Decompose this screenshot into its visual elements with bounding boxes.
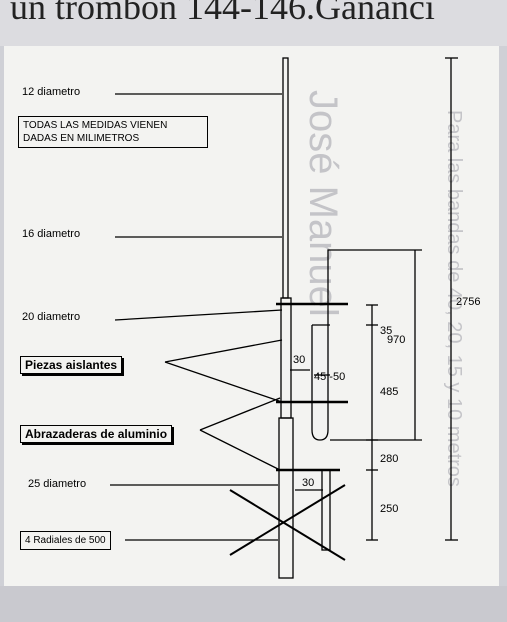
leader-20 bbox=[114, 309, 283, 321]
mast-lower-section bbox=[278, 417, 294, 579]
dim-35: 35 bbox=[380, 325, 393, 337]
trombone-slide bbox=[311, 249, 338, 441]
dim-250: 250 bbox=[380, 503, 399, 515]
leader-insul-2 bbox=[164, 361, 283, 403]
label-radials: 4 Radiales de 500 bbox=[20, 531, 111, 550]
units-note-line1: TODAS LAS MEDIDAS VIENEN bbox=[23, 120, 168, 131]
dim-2756: 2756 bbox=[456, 296, 481, 308]
diagram-paper bbox=[4, 46, 499, 586]
header-title: un trombón 144-146.Gananci bbox=[10, 0, 435, 27]
dim-970: 970 bbox=[387, 334, 406, 346]
dim-30-upper: 30 bbox=[293, 354, 306, 366]
footer-strip bbox=[0, 586, 507, 622]
coil bbox=[321, 469, 331, 551]
radial-2 bbox=[229, 484, 346, 556]
label-diameter-12: 12 diametro bbox=[22, 86, 81, 98]
label-clamps: Abrazaderas de aluminio bbox=[20, 425, 173, 443]
label-insulators: Piezas aislantes bbox=[20, 356, 123, 374]
leader-clamp-2 bbox=[199, 429, 281, 471]
mast-middle-section bbox=[280, 297, 292, 419]
leader-insul-1 bbox=[164, 339, 283, 363]
units-note-line2: DADAS EN MILIMETROS bbox=[23, 133, 140, 144]
units-note-box: TODAS LAS MEDIDAS VIENEN DADAS EN MILIME… bbox=[18, 116, 208, 148]
mast-top-section bbox=[282, 57, 289, 299]
dim-280: 280 bbox=[380, 453, 399, 465]
dim-30-lower: 30 bbox=[302, 477, 315, 489]
leader-clamp-1 bbox=[199, 397, 281, 431]
radial-1 bbox=[229, 489, 346, 561]
dim-485: 485 bbox=[380, 386, 399, 398]
label-diameter-20: 20 diametro bbox=[22, 311, 81, 323]
label-diameter-16: 16 diametro bbox=[22, 228, 81, 240]
header-strip: un trombón 144-146.Gananci bbox=[0, 0, 507, 46]
label-diameter-25: 25 diametro bbox=[28, 478, 87, 490]
dim-45-50: 45 -50 bbox=[314, 371, 346, 383]
